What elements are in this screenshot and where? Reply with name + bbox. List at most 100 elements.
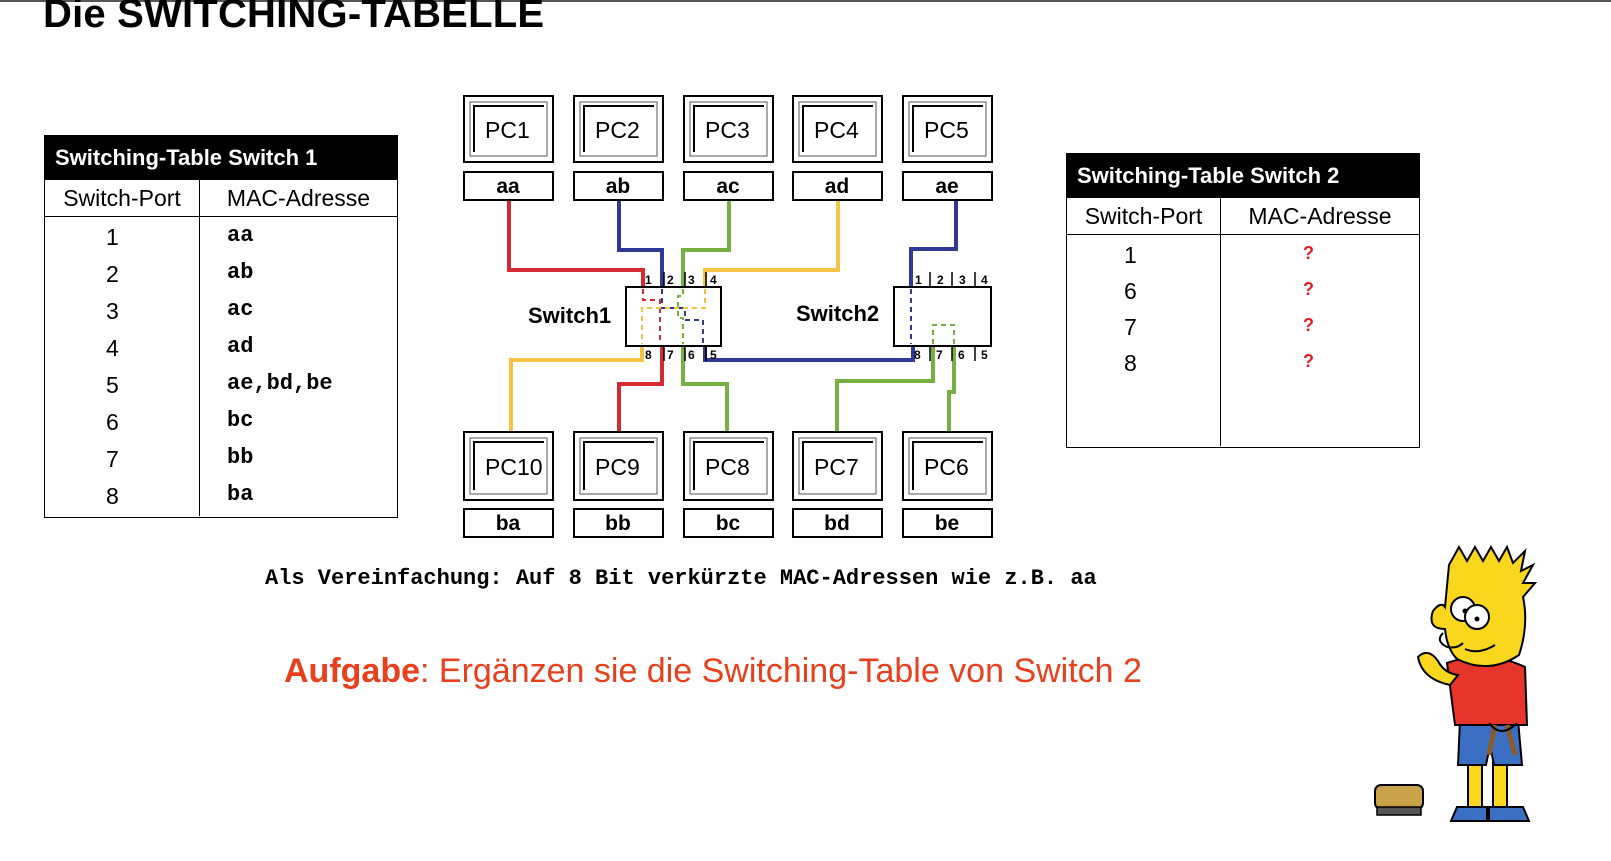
column-header-port: Switch-Port: [45, 180, 200, 216]
cable-pc10-yellow: [509, 346, 644, 432]
cable-pc7-green: [835, 346, 935, 432]
table-cell-port: 2: [106, 261, 119, 287]
mac-label: ba: [496, 512, 521, 535]
table-cell-port: 1: [106, 224, 119, 250]
port-column: 1 2 3 4 5 6 7 8: [45, 217, 200, 516]
switch-1-port-label: 6: [688, 348, 695, 362]
table-title: Switching-Table Switch 2: [1067, 154, 1419, 198]
table-cell-mac: ae,bd,be: [227, 371, 333, 396]
table-cell-mac: bc: [227, 408, 254, 433]
mac-label: bc: [716, 512, 741, 535]
pc-bottom-9: PC9 bb: [573, 431, 664, 538]
pc-name: PC6: [924, 454, 969, 480]
switch-1-port-label: 8: [645, 348, 652, 362]
cable-pc5-blue: [909, 200, 958, 288]
switch-2-label: Switch2: [796, 301, 879, 326]
table-cell-port: 5: [106, 372, 119, 398]
pc-top-5: PC5 ae: [902, 95, 993, 201]
mac-column: ? ? ? ?: [1221, 235, 1419, 446]
table-cell-mac: ac: [227, 297, 254, 322]
cable-pc8-green: [681, 346, 729, 432]
mac-label: ab: [606, 175, 631, 198]
switching-table-switch-2: Switching-Table Switch 2 Switch-Port MAC…: [1066, 153, 1420, 448]
switch-2-port-label: 8: [914, 348, 921, 362]
table-cell-port: 7: [1124, 313, 1137, 340]
table-cell-mac: ad: [227, 334, 254, 359]
switch-1-port-label: 4: [710, 273, 717, 287]
pc-name: PC4: [814, 117, 859, 143]
switch-2-port-label: 2: [937, 273, 944, 287]
pc-bottom-8: PC8 bc: [683, 431, 774, 538]
switch-1-port-label: 3: [688, 273, 695, 287]
pc-top-2: PC2 ab: [573, 95, 664, 201]
mac-label: ae: [935, 175, 958, 198]
pc-name: PC8: [705, 454, 750, 480]
table-cell-port: 8: [1124, 349, 1137, 376]
switch-2-port-label: 5: [981, 348, 988, 362]
switch-2-port-label: 6: [958, 348, 965, 362]
pc-top-3: PC3 ac: [683, 95, 774, 201]
column-header-port: Switch-Port: [1067, 198, 1221, 234]
switching-table-switch-1: Switching-Table Switch 1 Switch-Port MAC…: [44, 135, 398, 518]
pc-name: PC3: [705, 117, 750, 143]
pc-top-1: PC1 aa: [463, 95, 554, 201]
pc-name: PC5: [924, 117, 969, 143]
task-body: : Ergänzen sie die Switching-Table von S…: [420, 652, 1142, 690]
column-header-mac: MAC-Adresse: [226, 184, 371, 211]
switch-1-label: Switch1: [528, 303, 611, 328]
table-cell-mac: aa: [227, 223, 254, 248]
cable-pc9-red: [617, 346, 664, 432]
table-cell-mac: bb: [227, 445, 254, 470]
switch-2-port-label: 4: [981, 273, 988, 287]
cable-trunk-blue: [703, 346, 915, 362]
table-cell-port: 1: [1124, 241, 1137, 268]
mac-label: ac: [716, 175, 740, 198]
switch-2-port-label: 3: [959, 273, 966, 287]
bart-illustration: [1374, 544, 1538, 822]
pc-bottom-6: PC6 be: [902, 431, 993, 538]
cable-pc2-blue: [617, 200, 664, 288]
switch-1: [625, 286, 722, 347]
column-header-mac: MAC-Adresse: [1248, 202, 1392, 229]
cable-pc4-yellow: [703, 200, 840, 288]
simplification-note: Als Vereinfachung: Auf 8 Bit verkürzte M…: [265, 566, 1097, 591]
mac-label: aa: [496, 175, 520, 198]
table-cell-port: 8: [106, 483, 119, 509]
cable-pc6-green: [947, 346, 956, 432]
table-cell-port: 4: [106, 335, 119, 361]
pc-name: PC1: [485, 117, 530, 143]
task-label: Aufgabe: [284, 652, 420, 690]
table-cell-mac: ba: [227, 482, 254, 507]
table-cell-mac: ?: [1303, 350, 1314, 371]
switch-1-port-label: 1: [645, 273, 652, 287]
switch-1-port-label: 5: [710, 348, 717, 362]
table-cell-mac: ab: [227, 260, 254, 285]
table-cell-mac: ?: [1303, 242, 1314, 263]
switch-2: [893, 286, 992, 347]
table-cell-port: 7: [106, 446, 119, 472]
cable-pc3-green: [681, 200, 731, 288]
mac-column: aa ab ac ad ae,bd,be bc bb ba: [200, 217, 397, 516]
mac-label: bb: [605, 512, 631, 535]
pc-bottom-7: PC7 bd: [792, 431, 883, 538]
switch-1-port-label: 7: [667, 348, 674, 362]
table-cell-mac: ?: [1303, 278, 1314, 299]
table-cell-port: 3: [106, 298, 119, 324]
table-cell-mac: ?: [1303, 314, 1314, 335]
pc-name: PC2: [595, 117, 640, 143]
pc-bottom-10: PC10 ba: [463, 431, 554, 538]
table-cell-port: 6: [1124, 277, 1137, 304]
pc-name: PC10: [485, 454, 543, 480]
page-title: Die SWITCHING-TABELLE: [43, 0, 545, 36]
switch-2-port-label: 7: [936, 348, 943, 362]
table-cell-port: 6: [106, 409, 119, 435]
mac-label: be: [935, 512, 960, 535]
table-title: Switching-Table Switch 1: [45, 136, 397, 180]
task-text: Aufgabe: Ergänzen sie die Switching-Tabl…: [284, 652, 1142, 691]
switch-2-port-label: 1: [915, 273, 922, 287]
pc-name: PC9: [595, 454, 640, 480]
pc-name: PC7: [814, 454, 859, 480]
switch-1-port-label: 2: [667, 273, 674, 287]
mac-label: ad: [825, 175, 850, 198]
